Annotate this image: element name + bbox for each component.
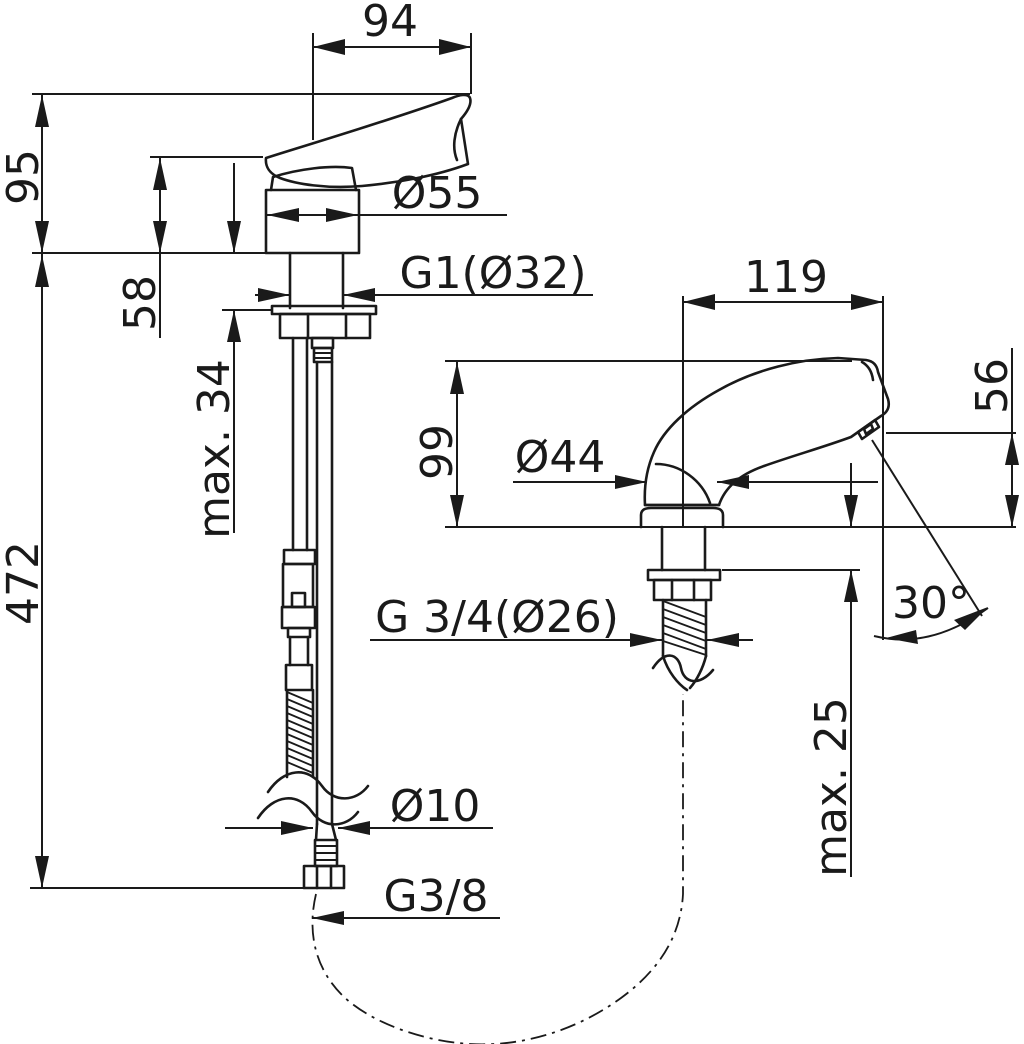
dim-dia55-label: Ø55 bbox=[392, 168, 483, 219]
dim-56-label: 56 bbox=[967, 358, 1018, 414]
dim-58-label: 58 bbox=[115, 275, 166, 331]
spout-base-flange bbox=[639, 506, 725, 529]
mixer-lever-inner-line bbox=[452, 117, 463, 162]
dim-g38-label: G3/8 bbox=[384, 871, 489, 922]
dimension-94: 94 bbox=[313, 0, 471, 55]
dim-dia44-label: Ø44 bbox=[515, 432, 606, 483]
dimension-max25: max. 25 bbox=[806, 463, 858, 877]
hose-end-nut bbox=[302, 864, 346, 890]
left-view-reference-lines bbox=[30, 33, 472, 889]
spout-faucet-art bbox=[639, 356, 891, 692]
mixer-body bbox=[264, 188, 361, 255]
dimension-dia44: Ø44 bbox=[513, 432, 878, 489]
hose-routing-path bbox=[311, 694, 684, 1044]
mixer-faucet-art bbox=[256, 93, 472, 890]
dimension-99: 99 bbox=[412, 361, 464, 527]
mixer-corrugated-pipe bbox=[285, 688, 315, 779]
right-view-spout: 119 99 Ø44 56 bbox=[370, 252, 1019, 877]
dimension-dia10: Ø10 bbox=[225, 781, 493, 835]
corrugated-hatching bbox=[286, 691, 314, 774]
dimension-472: 472 bbox=[0, 255, 49, 888]
stud-thread-hatching bbox=[662, 600, 707, 656]
dim-94-label: 94 bbox=[362, 0, 418, 47]
mixer-valve-assembly bbox=[280, 548, 317, 692]
dim-95-label: 95 bbox=[0, 149, 49, 205]
spout-threaded-stud bbox=[651, 598, 715, 692]
spout-nut bbox=[652, 578, 713, 602]
mixer-lever-handle bbox=[264, 93, 472, 189]
spout-body bbox=[643, 356, 891, 507]
dim-g34-label: G 3/4(Ø26) bbox=[375, 592, 619, 643]
dimension-56: 56 bbox=[967, 348, 1019, 527]
dimension-max34: max. 34 bbox=[189, 163, 241, 539]
left-view-mixer: 94 95 472 58 max. 34 bbox=[0, 0, 593, 925]
mixer-cap bbox=[269, 165, 358, 192]
dim-g1-label: G1(Ø32) bbox=[399, 248, 586, 299]
spout-washer bbox=[646, 568, 722, 582]
dim-30deg-label: 30° bbox=[892, 578, 970, 629]
pipe-break-symbol bbox=[256, 771, 370, 826]
mixer-nut bbox=[278, 312, 372, 340]
spout-aerator bbox=[856, 418, 881, 441]
dim-119-label: 119 bbox=[744, 252, 828, 303]
dimension-58: 58 bbox=[115, 157, 167, 338]
dim-472-label: 472 bbox=[0, 541, 49, 625]
right-view-reference-lines bbox=[445, 296, 1016, 640]
dimension-119: 119 bbox=[683, 252, 883, 310]
spout-neck-shoulder-line bbox=[654, 462, 712, 505]
spray-direction-line bbox=[871, 439, 983, 617]
dimension-95: 95 bbox=[0, 94, 49, 888]
dimension-g1: G1(Ø32) bbox=[255, 248, 593, 302]
dimension-g34: G 3/4(Ø26) bbox=[370, 592, 753, 647]
dimension-dia55: Ø55 bbox=[267, 168, 507, 222]
spray-angle-30deg: 30° bbox=[871, 439, 989, 644]
spout-head-inner-line bbox=[860, 360, 875, 382]
dim-max34-label: max. 34 bbox=[189, 359, 240, 539]
mixer-flexible-hose bbox=[302, 336, 346, 890]
dim-99-label: 99 bbox=[412, 424, 463, 480]
dim-max25-label: max. 25 bbox=[806, 697, 857, 877]
dimension-g38: G3/8 bbox=[312, 871, 500, 925]
dim-dia10-label: Ø10 bbox=[390, 781, 481, 832]
